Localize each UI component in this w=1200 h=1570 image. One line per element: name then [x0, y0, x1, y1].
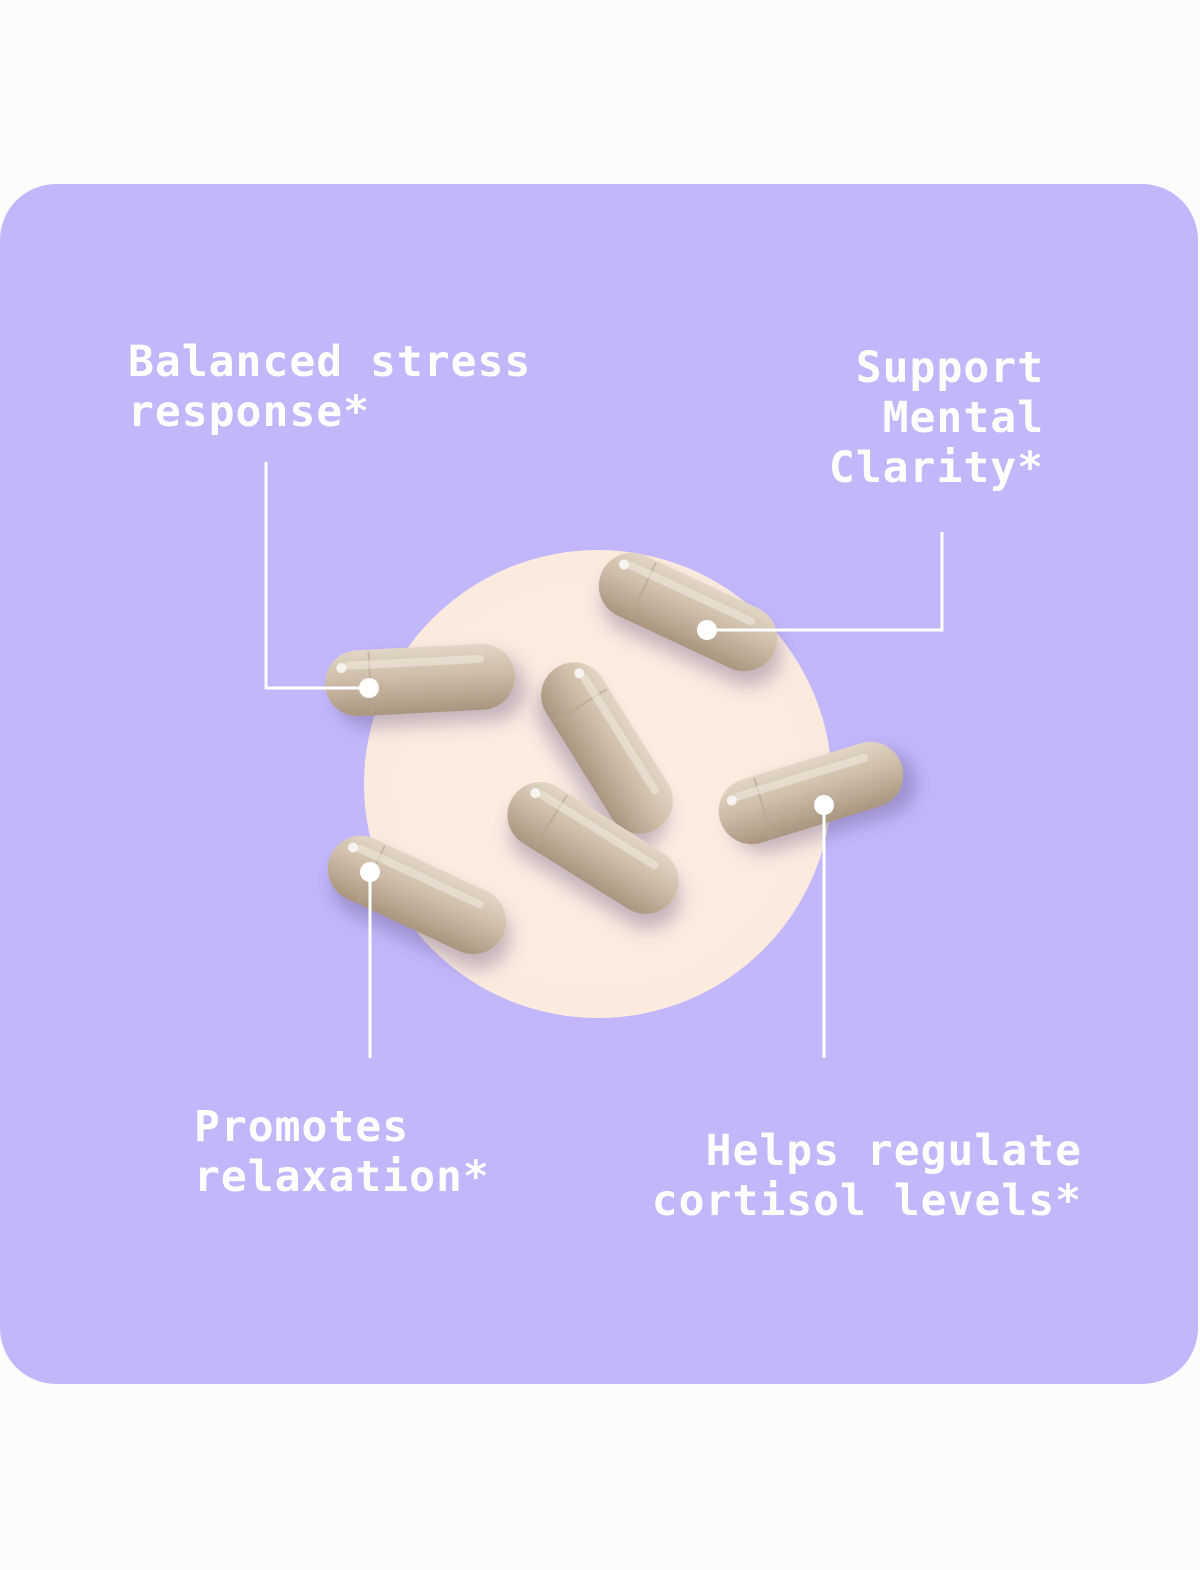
- benefit-cortisol-label: Helps regulate cortisol levels*: [651, 1126, 1082, 1226]
- callout-line-stress: [264, 462, 369, 690]
- callout-dot-icon: [697, 620, 717, 640]
- callout-dot-icon: [814, 795, 834, 815]
- benefit-stress-label: Balanced stress response*: [128, 337, 532, 437]
- callout-line-clarity: [707, 532, 944, 632]
- capsules-illustration: [264, 462, 944, 1058]
- benefit-clarity-label: Support Mental Clarity*: [828, 343, 1044, 493]
- capsule-icon: [322, 641, 518, 719]
- callout-dot-icon: [359, 678, 379, 698]
- callout-dot-icon: [360, 862, 380, 882]
- benefits-panel: Balanced stress response* Support Mental…: [0, 184, 1198, 1384]
- benefit-relaxation-label: Promotes relaxation*: [194, 1102, 490, 1202]
